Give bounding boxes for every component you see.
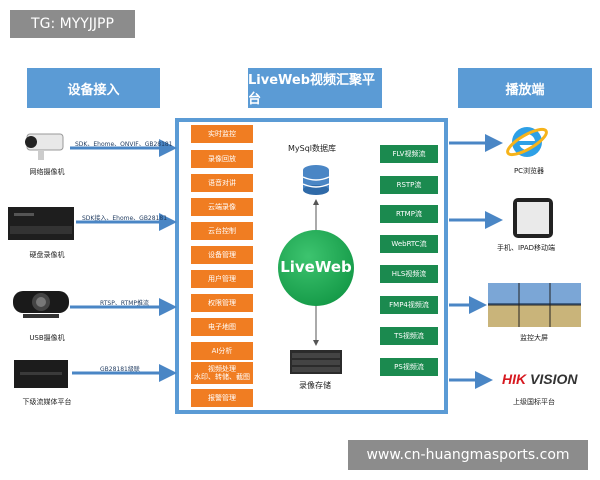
header-playback: 播放端 [458,68,592,108]
stream-webrtc: WebRTC流 [380,235,438,253]
storage-label: 录像存储 [299,381,331,390]
stream-ts: TS视频流 [380,327,438,345]
header-device-access: 设备接入 [27,68,160,108]
watermark-top: TG: MYYJJPP [10,10,135,38]
feature-permission-mgmt: 权限管理 [191,294,253,312]
device-label-ip-camera: 网络摄像机 [29,168,65,176]
usb-camera-icon [13,291,69,318]
player-label-mobile: 手机、IPAD移动端 [496,244,556,252]
svg-text:HIK: HIK [502,371,527,387]
device-label-usb-camera: USB摄像机 [29,334,65,342]
feature-emap: 电子地图 [191,318,253,336]
feature-ai-analysis: AI分析 [191,342,253,360]
ie-browser-icon [506,127,548,157]
protocol-label-usb: RTSP、RTMP推流 [100,300,150,307]
output-arrows [449,134,503,389]
ip-camera-icon [25,133,64,160]
watermark-bottom: www.cn-huangmasports.com [348,440,588,470]
feature-ptz-control: 云台控制 [191,222,253,240]
feature-video-processing: 视频处理 水印、转储、截图 [191,362,253,384]
db-label: MySql数据库 [288,144,337,153]
protocol-label-cascade: GB28181级联 [100,366,140,373]
video-wall-icon [488,283,581,327]
feature-user-mgmt: 用户管理 [191,270,253,288]
feature-cloud-record: 云端录像 [191,198,253,216]
core-label: LiveWeb [280,258,352,276]
platform-frame [175,118,448,414]
hikvision-logo: HIK VISION [502,371,578,387]
storage-server-icon [290,350,342,374]
device-label-nvr: 硬盘录像机 [29,251,65,259]
header-platform: LiveWeb视频汇聚平台 [248,68,382,108]
stream-hls: HLS视频流 [380,265,438,283]
player-label-upper-platform: 上级国标平台 [513,398,555,406]
stream-fmp4: FMP4视频流 [380,296,438,314]
player-label-pc: PC浏览器 [513,167,545,175]
feature-voice-talk: 语音对讲 [191,174,253,192]
input-arrows [70,139,177,382]
media-server-icon [14,360,68,388]
svg-text:VISION: VISION [530,371,578,387]
device-label-media-platform: 下级流媒体平台 [22,398,72,406]
feature-alarm-mgmt: 报警管理 [191,389,253,407]
nvr-icon [8,207,74,240]
protocol-label-ip-camera: SDK、Ehome、ONVIF、GB28181 [75,141,173,148]
stream-rstp: RSTP流 [380,176,438,194]
tablet-icon [513,198,553,238]
feature-playback: 录像回放 [191,150,253,168]
database-icon [302,165,330,195]
liveweb-core [278,230,354,306]
player-label-video-wall: 监控大屏 [520,334,548,342]
stream-rtmp: RTMP流 [380,205,438,223]
feature-device-mgmt: 设备管理 [191,246,253,264]
feature-realtime-monitor: 实时监控 [191,125,253,143]
stream-ps: PS视频流 [380,358,438,376]
stream-flv: FLV视频流 [380,145,438,163]
protocol-label-nvr: SDK接入、Ehome、GB28181 [82,215,168,222]
